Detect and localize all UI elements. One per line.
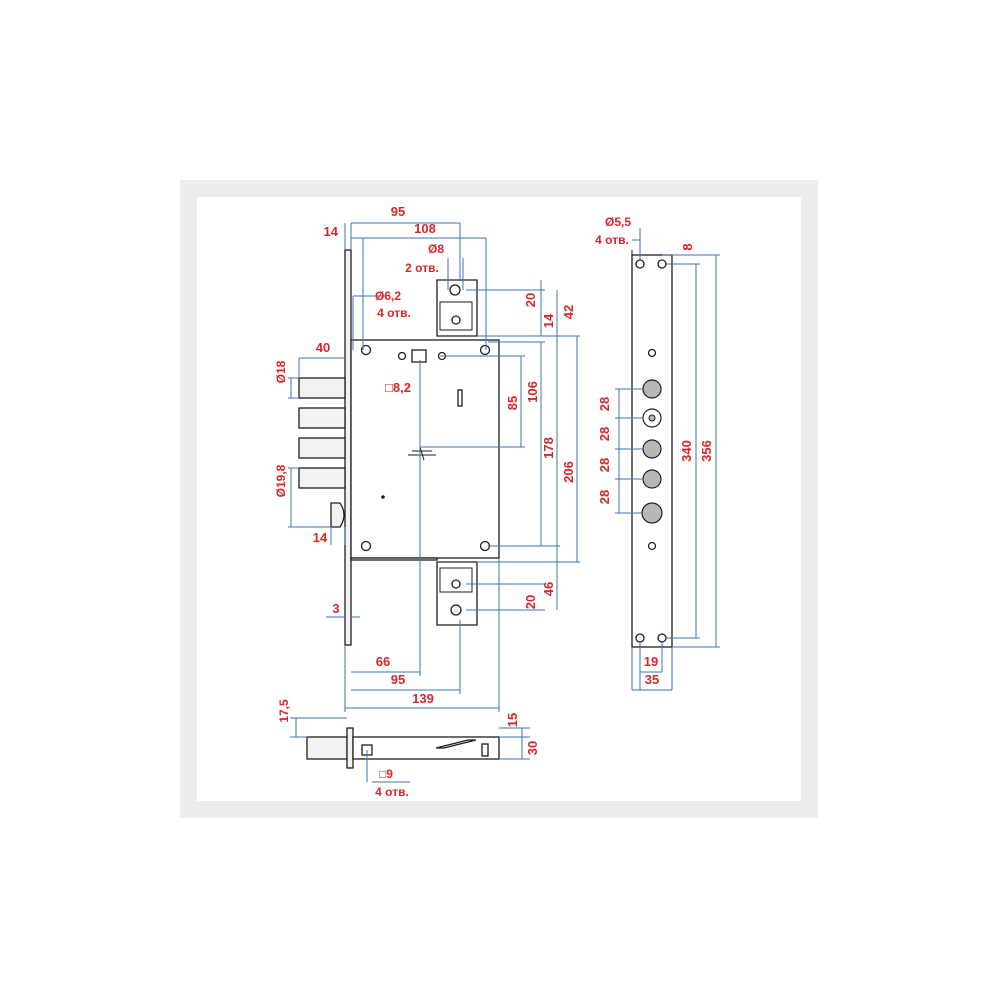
side-bolt bbox=[306, 736, 348, 760]
dim-3: 3 bbox=[332, 601, 339, 616]
bottom-bracket-hole-1 bbox=[451, 579, 461, 589]
dim-14-right: 14 bbox=[541, 313, 556, 328]
fp-dim-4-holes: 4 отв. bbox=[595, 233, 629, 247]
dim-diameter-6-2: Ø6,2 bbox=[375, 289, 401, 303]
dim-30: 30 bbox=[525, 741, 540, 755]
dim-85: 85 bbox=[505, 396, 520, 410]
latch-bolt bbox=[330, 502, 345, 528]
dim-108: 108 bbox=[414, 221, 436, 236]
small-dot bbox=[381, 495, 385, 499]
mount-hole-bottom-left bbox=[360, 540, 372, 552]
bolt-3 bbox=[298, 437, 346, 459]
fp-dim-35: 35 bbox=[645, 672, 659, 687]
bolt-1 bbox=[298, 377, 346, 399]
bottom-bracket bbox=[436, 561, 478, 626]
bolt-2 bbox=[298, 407, 346, 429]
lock-side-view bbox=[306, 727, 500, 769]
dim-46: 46 bbox=[541, 582, 556, 596]
dim-20-top: 20 bbox=[523, 293, 538, 307]
cylinder-cutout bbox=[408, 446, 436, 461]
dim-178: 178 bbox=[541, 437, 556, 459]
dim-139: 139 bbox=[412, 691, 434, 706]
side-latch bbox=[435, 739, 477, 749]
dim-14-top: 14 bbox=[324, 224, 339, 239]
side-case bbox=[352, 736, 500, 760]
mount-hole-top-left bbox=[360, 344, 372, 356]
spindle-hole-left bbox=[397, 351, 407, 361]
dim-diameter-8: Ø8 bbox=[428, 242, 444, 256]
dim-106: 106 bbox=[525, 381, 540, 403]
dim-square-9: □9 bbox=[379, 767, 393, 781]
fp-dim-356: 356 bbox=[699, 440, 714, 462]
fp-hole-bottom-left bbox=[635, 633, 645, 643]
dim-14-left: 14 bbox=[313, 530, 328, 545]
faceplate-view bbox=[631, 250, 673, 648]
fp-screw-bottom bbox=[647, 541, 657, 551]
fp-dim-28-3: 28 bbox=[597, 458, 612, 472]
dimension-labels: 95 108 14 Ø8 2 отв. Ø6,2 4 отв. 20 14 42… bbox=[274, 204, 714, 799]
fp-bolt-hole-1 bbox=[642, 379, 662, 399]
lock-case-lower-edge bbox=[350, 557, 438, 561]
fp-dim-28-4: 28 bbox=[597, 490, 612, 504]
dim-40: 40 bbox=[316, 340, 330, 355]
bottom-bracket-hole-2 bbox=[450, 604, 462, 616]
dim-95-top: 95 bbox=[391, 204, 405, 219]
spindle-square bbox=[411, 349, 427, 363]
fp-dim-19: 19 bbox=[644, 654, 658, 669]
fp-dim-diameter-5-5: Ø5,5 bbox=[605, 215, 631, 229]
fp-dim-28-1: 28 bbox=[597, 397, 612, 411]
dim-square-8-2: □8,2 bbox=[385, 380, 411, 395]
dim-diameter-19-8: Ø19,8 bbox=[274, 464, 288, 497]
top-bracket-hole-2 bbox=[451, 315, 461, 325]
dim-diameter-18: Ø18 bbox=[274, 360, 288, 383]
fp-hole-top-right bbox=[657, 259, 667, 269]
lock-case bbox=[350, 339, 500, 559]
dim-206: 206 bbox=[561, 461, 576, 483]
fp-hole-bottom-right bbox=[657, 633, 667, 643]
side-faceplate bbox=[346, 727, 354, 769]
dim-4-holes-b: 4 отв. bbox=[375, 785, 409, 799]
fp-hole-top-left bbox=[635, 259, 645, 269]
mount-hole-top-right bbox=[479, 344, 491, 356]
fp-latch-hole bbox=[641, 502, 663, 524]
key-slot bbox=[457, 389, 463, 407]
fp-bolt-hole-4 bbox=[642, 469, 662, 489]
dim-20-bottom: 20 bbox=[523, 595, 538, 609]
top-bracket-inner bbox=[439, 301, 473, 331]
dim-66: 66 bbox=[376, 654, 390, 669]
fp-dim-8: 8 bbox=[680, 243, 695, 250]
lock-faceplate-strip bbox=[344, 249, 352, 646]
dimension-lines bbox=[288, 222, 720, 783]
fp-bolt-hole-3 bbox=[642, 439, 662, 459]
lock-body-front-view bbox=[298, 249, 500, 646]
dim-15: 15 bbox=[505, 713, 520, 727]
fp-dim-340: 340 bbox=[679, 440, 694, 462]
dim-4-holes-a: 4 отв. bbox=[377, 306, 411, 320]
top-bracket-hole bbox=[449, 284, 461, 296]
side-end-slot bbox=[481, 743, 489, 757]
fp-bolt-hole-2-inner bbox=[648, 414, 656, 422]
dim-2-holes: 2 отв. bbox=[405, 261, 439, 275]
dim-95-bottom: 95 bbox=[391, 672, 405, 687]
dim-17-5: 17,5 bbox=[277, 699, 291, 723]
dim-42: 42 bbox=[561, 305, 576, 319]
bottom-bracket-inner bbox=[439, 567, 473, 593]
top-bracket bbox=[436, 279, 478, 337]
fp-screw-top bbox=[647, 348, 657, 358]
fp-dim-28-2: 28 bbox=[597, 427, 612, 441]
bolt-4 bbox=[298, 467, 346, 489]
